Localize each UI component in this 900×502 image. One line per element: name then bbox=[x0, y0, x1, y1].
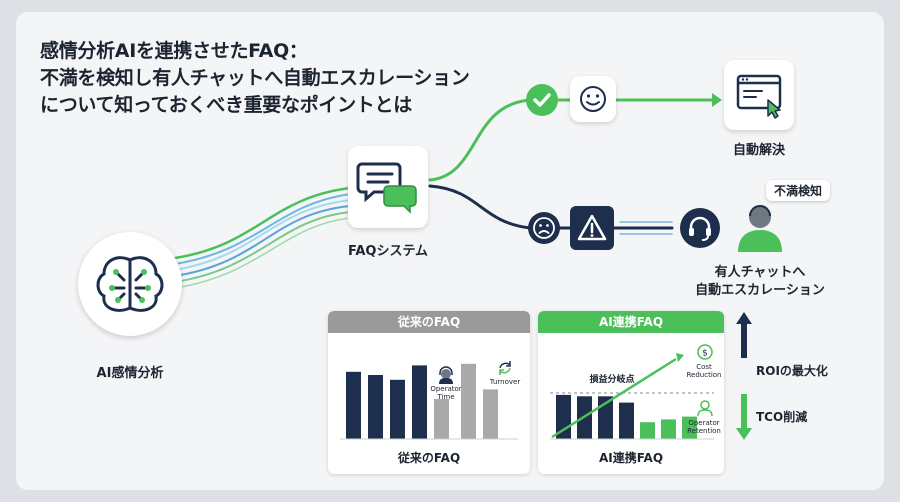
faq-node bbox=[348, 146, 428, 228]
chart-bar bbox=[682, 416, 697, 439]
chart-bar bbox=[434, 399, 449, 439]
tco-label: TCO削減 bbox=[756, 410, 808, 424]
chat-label-line-1: 有人チャットへ bbox=[714, 265, 806, 280]
chat-label: 有人チャットへ 自動エスカレーション bbox=[672, 264, 848, 300]
operator-retention-icon bbox=[697, 400, 713, 417]
smiley-happy-icon bbox=[580, 86, 606, 112]
chart-bar bbox=[661, 419, 676, 439]
title-line-1: 感情分析AIを連携させたFAQ： bbox=[40, 40, 308, 62]
flow-line bbox=[174, 205, 351, 277]
chart-bar bbox=[368, 375, 383, 439]
flow-line bbox=[174, 211, 351, 283]
chart-bar bbox=[412, 365, 427, 439]
smiley-sad-icon bbox=[533, 217, 555, 239]
ai-bar-chart bbox=[550, 353, 714, 440]
legacy-panel-header: 従来のFAQ bbox=[328, 311, 530, 333]
chart-bar bbox=[640, 422, 655, 439]
roi-label: ROIの最大化 bbox=[756, 364, 828, 378]
chat-label-line-2: 自動エスカレーション bbox=[695, 283, 825, 298]
arrow-down-icon bbox=[736, 394, 752, 440]
check-icon bbox=[526, 84, 558, 116]
escalation-speed-lines bbox=[619, 221, 673, 235]
chart-bar bbox=[483, 389, 498, 439]
ai-panel-header: AI連携FAQ bbox=[538, 311, 724, 333]
chart-bar bbox=[390, 379, 405, 439]
turnover-label: Turnover bbox=[489, 378, 521, 386]
faq-node-label: FAQシステム bbox=[347, 244, 429, 259]
escalation-flow-line bbox=[428, 184, 674, 230]
resolve-flow-line bbox=[428, 98, 714, 182]
page-title: 感情分析AIを連携させたFAQ： 不満を検知し有人チャットへ自動エスカレーション… bbox=[40, 38, 470, 119]
brain-icon bbox=[96, 256, 164, 312]
arrow-up-icon bbox=[736, 312, 752, 358]
legacy-bar-chart bbox=[340, 363, 518, 440]
title-line-3: について知っておくべき重要なポイントとは bbox=[40, 94, 412, 116]
cost-reduction-icon: $ bbox=[697, 344, 713, 360]
resolve-node bbox=[724, 60, 794, 130]
warning-tile bbox=[570, 206, 614, 250]
detect-badge: 不満検知 bbox=[766, 180, 831, 201]
break-even-label: 損益分岐点 bbox=[589, 375, 635, 385]
sad-face-badge bbox=[528, 212, 560, 244]
warning-icon bbox=[577, 214, 607, 241]
turnover-icon bbox=[499, 361, 511, 375]
flow-line bbox=[174, 199, 351, 271]
chart-bar bbox=[619, 402, 634, 439]
roi-trend-arrowhead bbox=[676, 353, 684, 362]
ai-panel-footer: AI連携FAQ bbox=[598, 451, 664, 465]
resolve-arrowhead bbox=[712, 93, 722, 107]
headset-badge bbox=[680, 208, 720, 248]
ai-node-label: AI感情分析 bbox=[96, 366, 164, 381]
chart-bar bbox=[461, 363, 476, 439]
legacy-panel-footer: 従来のFAQ bbox=[397, 451, 461, 465]
flow-line bbox=[174, 193, 351, 265]
roi-trend-line bbox=[551, 357, 677, 439]
happy-face-tile bbox=[570, 76, 616, 122]
svg-text:$: $ bbox=[702, 349, 708, 359]
operator-headset-icon bbox=[439, 366, 453, 384]
roi-tco-arrows bbox=[736, 312, 752, 440]
chart-bar bbox=[346, 371, 361, 439]
title-line-2: 不満を検知し有人チャットへ自動エスカレーション bbox=[40, 67, 470, 89]
person-icon bbox=[738, 205, 782, 252]
chat-bubbles-icon bbox=[356, 162, 417, 214]
flow-line bbox=[173, 186, 352, 260]
headset-icon bbox=[689, 216, 711, 241]
resolve-label: 自動解決 bbox=[732, 143, 785, 158]
ai-node bbox=[78, 232, 182, 336]
flow-line bbox=[174, 217, 351, 289]
browser-click-icon bbox=[736, 74, 782, 119]
